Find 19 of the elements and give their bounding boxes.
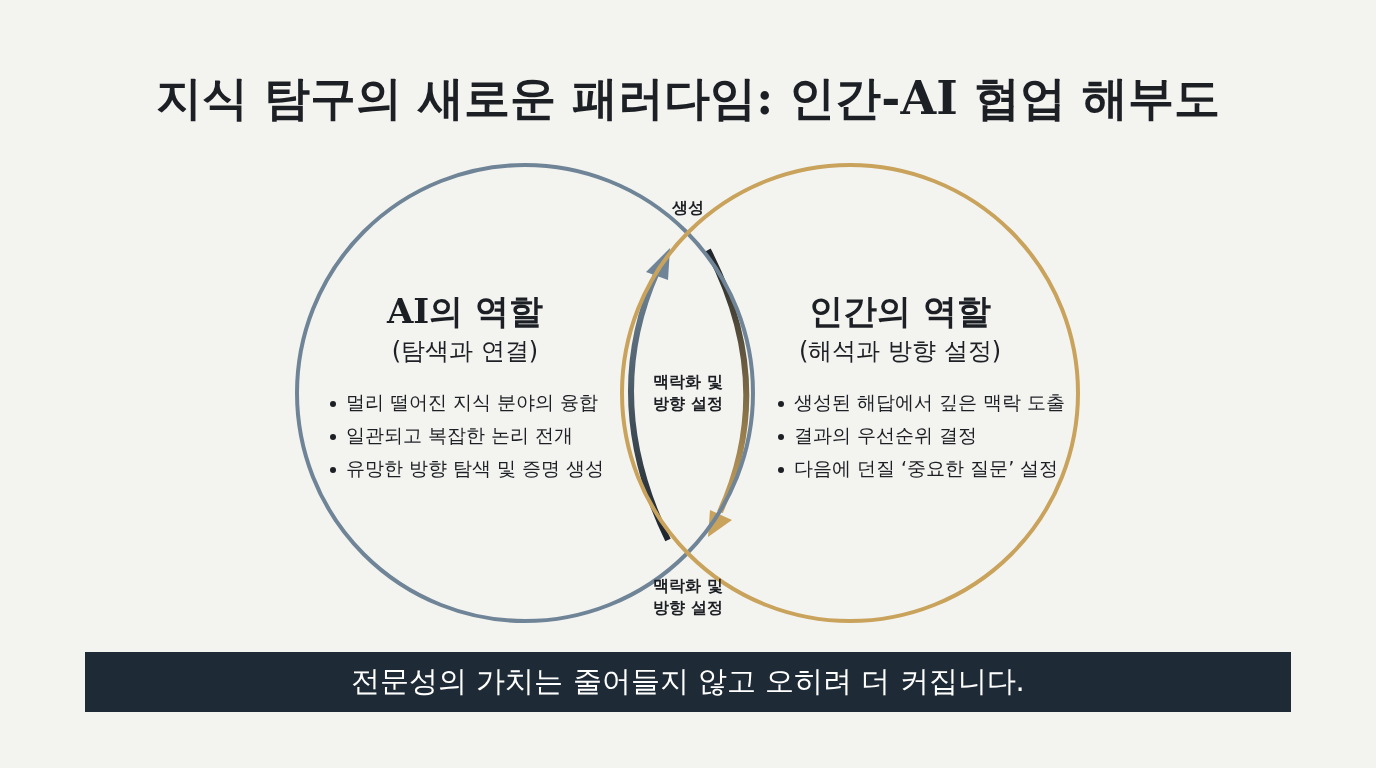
role-subheading: (해석과 방향 설정) <box>799 336 1001 367</box>
caption-banner: 전문성의 가치는 줄어들지 않고 오히려 더 커집니다. <box>85 652 1291 712</box>
bullet-item: 멀리 떨어진 지식 분야의 융합 <box>330 390 599 416</box>
edge-label: 생성 <box>671 197 705 219</box>
role-circle <box>294 162 756 624</box>
role-subheading: (탐색과 연결) <box>391 336 539 367</box>
bullet-item: 생성된 해답에서 깊은 맥락 도출 <box>778 390 1066 416</box>
bullet-item: 결과의 우선순위 결정 <box>778 423 978 449</box>
edge-label: 맥락화 및 방향 설정 <box>652 575 724 619</box>
role-circle <box>619 162 1081 624</box>
bullet-item: 일관되고 복잡한 논리 전개 <box>330 423 574 449</box>
flow-label: 맥락화 및 방향 설정 <box>652 371 724 415</box>
bullet-item: 다음에 던질 ‘중요한 질문’ 설정 <box>778 456 1059 482</box>
arrow <box>705 248 750 537</box>
bullet-item: 유망한 방향 탐색 및 증명 생성 <box>330 456 605 482</box>
role-heading: 인간의 역할 <box>809 290 991 333</box>
role-heading: AI의 역할 <box>386 290 544 333</box>
arrow <box>628 248 671 542</box>
title: 지식 탐구의 새로운 패러다임: 인간-AI 협업 해부도 <box>155 70 1221 127</box>
